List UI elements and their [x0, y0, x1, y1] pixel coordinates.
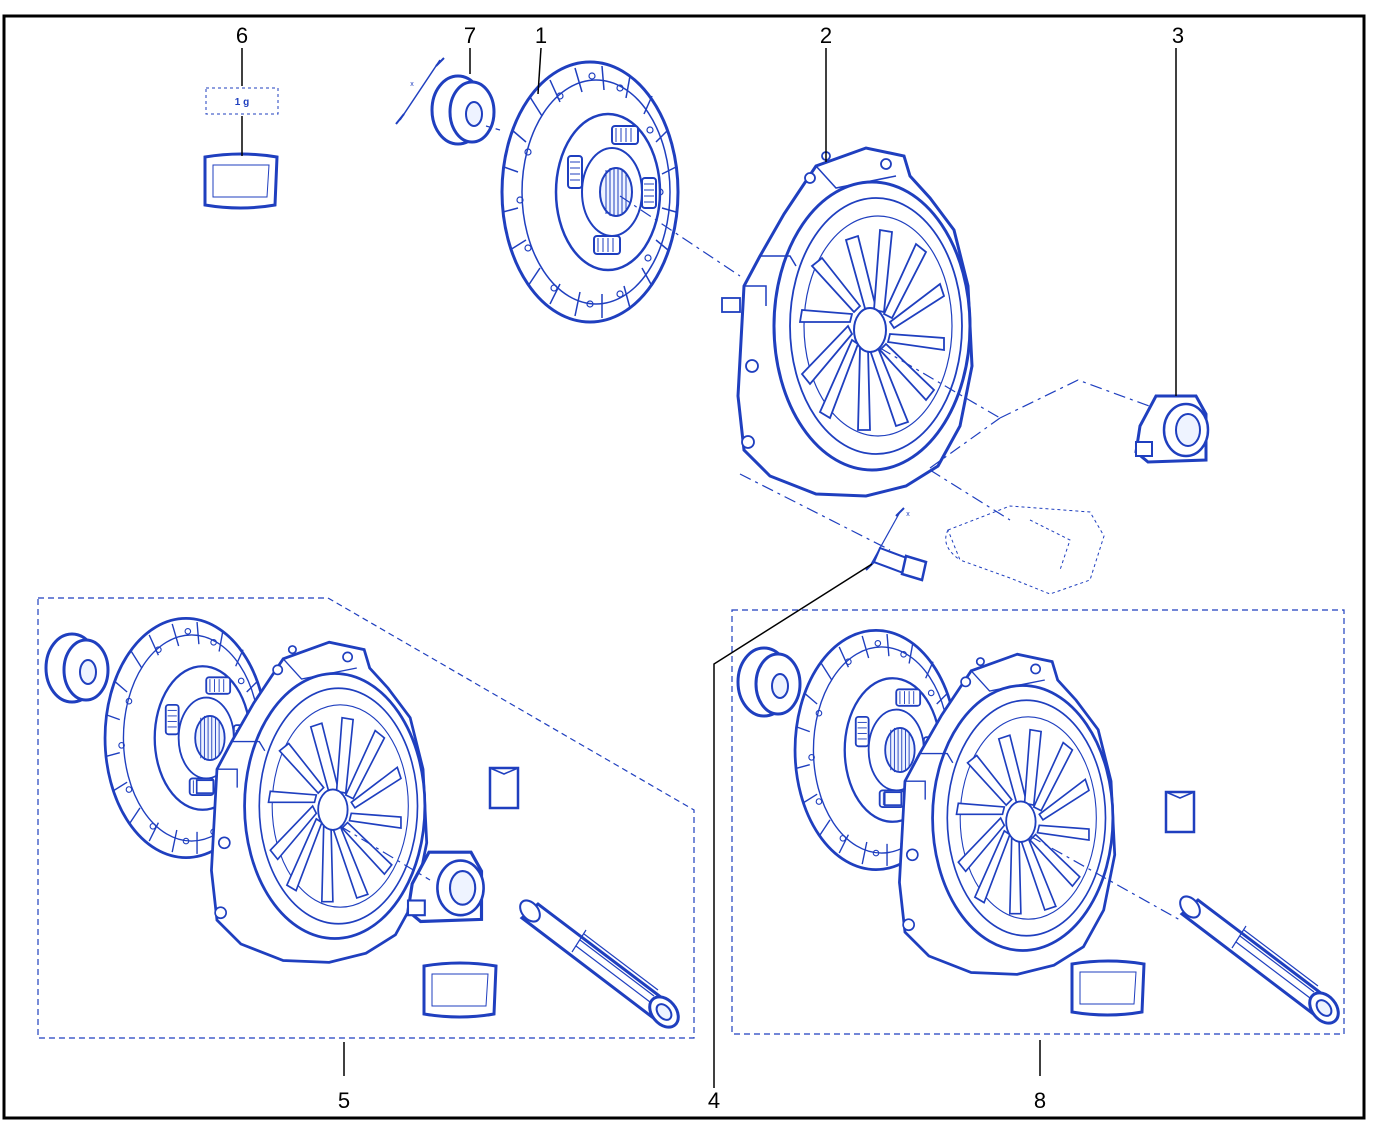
svg-text:x: x: [906, 511, 910, 518]
grease-amount-box: [205, 87, 279, 115]
kit-8-group: [731, 609, 1346, 1035]
kit-5-group: [37, 597, 695, 1039]
callout-2: 2: [820, 23, 832, 48]
kit-8-boundary: [731, 609, 1345, 1035]
bolt-part: x: [865, 507, 928, 582]
callout-8: 8: [1034, 1088, 1046, 1113]
grease-sachet-part: 1 g: [203, 87, 279, 210]
callout-6: 6: [236, 23, 248, 48]
callout-7: 7: [464, 23, 476, 48]
dimension-line: [399, 59, 441, 121]
dimension-mark: x: [410, 81, 414, 88]
callout-numbers: 6 7 1 2 3 5 4 8: [236, 23, 1184, 1113]
callout-4: 4: [708, 1088, 720, 1113]
pilot-bearing-part: x: [395, 57, 501, 146]
callout-3: 3: [1172, 23, 1184, 48]
callout-1: 1: [535, 23, 547, 48]
release-fork-phantom: [945, 505, 1105, 595]
diagram-border: [2, 14, 1366, 1120]
clutch-disc-part: [500, 60, 680, 324]
grease-amount-label: 1 g: [235, 97, 249, 108]
assembly-axis-lines: [619, 195, 1161, 551]
leader-lines: [241, 47, 1177, 1088]
release-bearing-part: [1134, 394, 1210, 464]
callout-5: 5: [338, 1088, 350, 1113]
kit-5-boundary: [37, 597, 695, 1039]
pressure-plate-part: [720, 146, 974, 498]
